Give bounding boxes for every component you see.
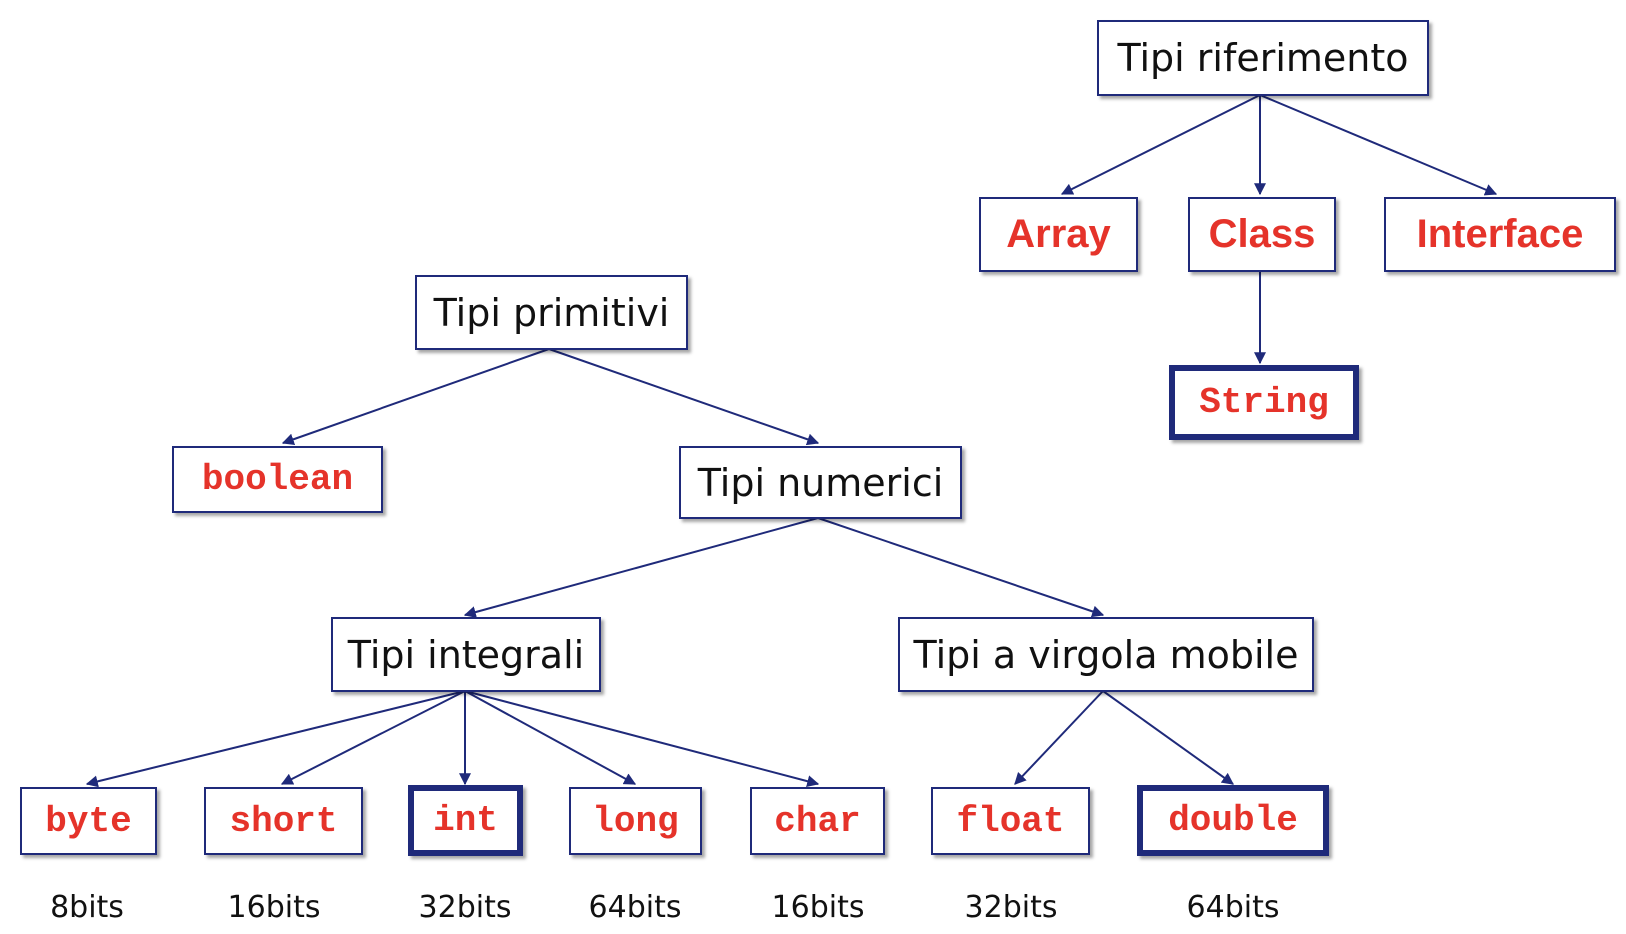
node-boolean-label: boolean <box>201 459 354 500</box>
node-short-label: short <box>229 800 338 842</box>
node-double-label: double <box>1168 800 1298 841</box>
node-tipi-primitivi: Tipi primitivi <box>415 275 688 350</box>
edge-numerici-virgola <box>817 517 1105 618</box>
size-byte: 8bits <box>50 890 124 925</box>
node-tipi-numerici-label: Tipi numerici <box>697 460 944 505</box>
edge-virgola-float <box>1014 690 1104 785</box>
node-tipi-numerici: Tipi numerici <box>679 446 962 519</box>
node-string: String <box>1169 365 1359 440</box>
node-float: float <box>931 787 1090 855</box>
node-tipi-integrali: Tipi integrali <box>331 617 601 692</box>
node-class-label: Class <box>1208 212 1316 256</box>
edge-riferimento-interface <box>1259 94 1498 196</box>
node-tipi-virgola-mobile: Tipi a virgola mobile <box>898 617 1314 692</box>
node-short: short <box>204 787 363 855</box>
node-float-label: float <box>956 800 1065 842</box>
node-array-label: Array <box>1006 212 1111 256</box>
edge-integrali-short <box>280 690 466 785</box>
node-tipi-primitivi-label: Tipi primitivi <box>433 290 670 335</box>
node-string-label: String <box>1199 382 1329 423</box>
edge-integrali-long <box>464 690 637 785</box>
node-class: Class <box>1188 197 1336 272</box>
edge-integrali-char <box>464 690 820 788</box>
edge-riferimento-array <box>1060 94 1261 195</box>
size-float: 32bits <box>964 890 1058 925</box>
edge-primitivi-boolean <box>281 348 550 446</box>
node-tipi-riferimento-label: Tipi riferimento <box>1117 36 1409 80</box>
size-long: 64bits <box>588 890 682 925</box>
edge-virgola-double <box>1102 690 1234 785</box>
node-byte-label: byte <box>45 800 132 842</box>
size-char: 16bits <box>771 890 865 925</box>
size-short: 16bits <box>227 890 321 925</box>
edge-primitivi-numerici <box>548 348 820 446</box>
node-tipi-virgola-mobile-label: Tipi a virgola mobile <box>913 632 1299 677</box>
node-char-label: char <box>774 800 861 842</box>
node-array: Array <box>979 197 1138 272</box>
node-tipi-riferimento: Tipi riferimento <box>1097 20 1429 96</box>
node-int-label: int <box>433 800 498 841</box>
node-byte: byte <box>20 787 157 855</box>
edge-numerici-integrali <box>463 517 819 618</box>
edge-integrali-byte <box>85 690 466 788</box>
node-double: double <box>1137 785 1329 856</box>
node-interface: Interface <box>1384 197 1616 272</box>
size-int: 32bits <box>418 890 512 925</box>
node-interface-label: Interface <box>1416 212 1584 256</box>
node-tipi-integrali-label: Tipi integrali <box>347 632 585 677</box>
node-long-label: long <box>592 800 679 842</box>
node-int: int <box>408 785 523 856</box>
size-double: 64bits <box>1186 890 1280 925</box>
node-long: long <box>569 787 702 855</box>
node-char: char <box>750 787 885 855</box>
node-boolean: boolean <box>172 446 383 513</box>
